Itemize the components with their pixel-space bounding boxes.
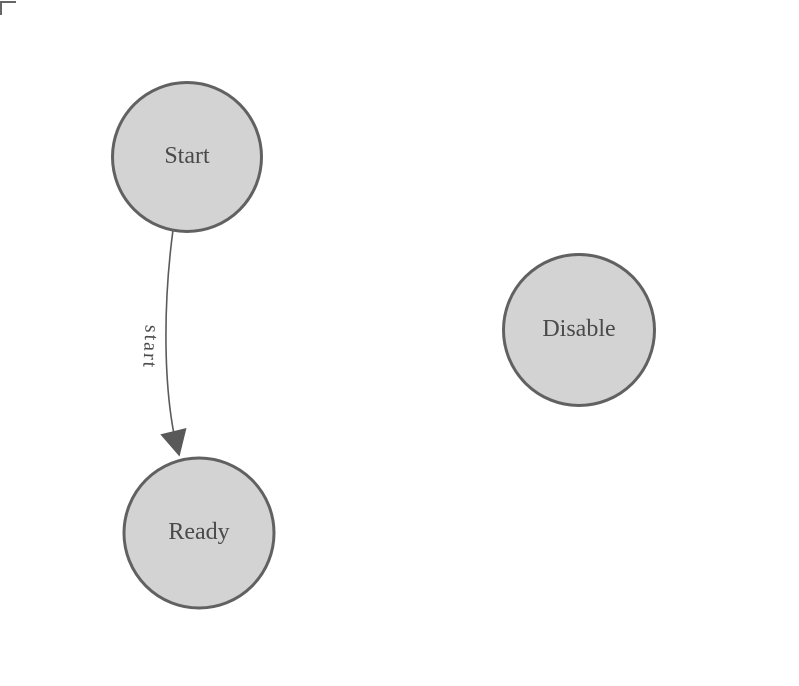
- node-disable[interactable]: Disable: [502, 253, 656, 407]
- edge-label: start: [138, 324, 162, 370]
- edge-start-to-ready[interactable]: start: [138, 229, 187, 457]
- node-circle: [111, 81, 263, 233]
- node-circle: [502, 253, 656, 407]
- edge-path: [165, 229, 178, 449]
- edge-arrowhead-icon: [160, 428, 187, 457]
- node-label: Start: [164, 143, 210, 169]
- node-label: Disable: [542, 316, 615, 342]
- node-start[interactable]: Start: [111, 81, 263, 233]
- canvas-origin-mark: [0, 1, 16, 15]
- node-label: Ready: [168, 519, 229, 545]
- node-ready[interactable]: Ready: [122, 456, 276, 610]
- node-circle: [122, 456, 276, 610]
